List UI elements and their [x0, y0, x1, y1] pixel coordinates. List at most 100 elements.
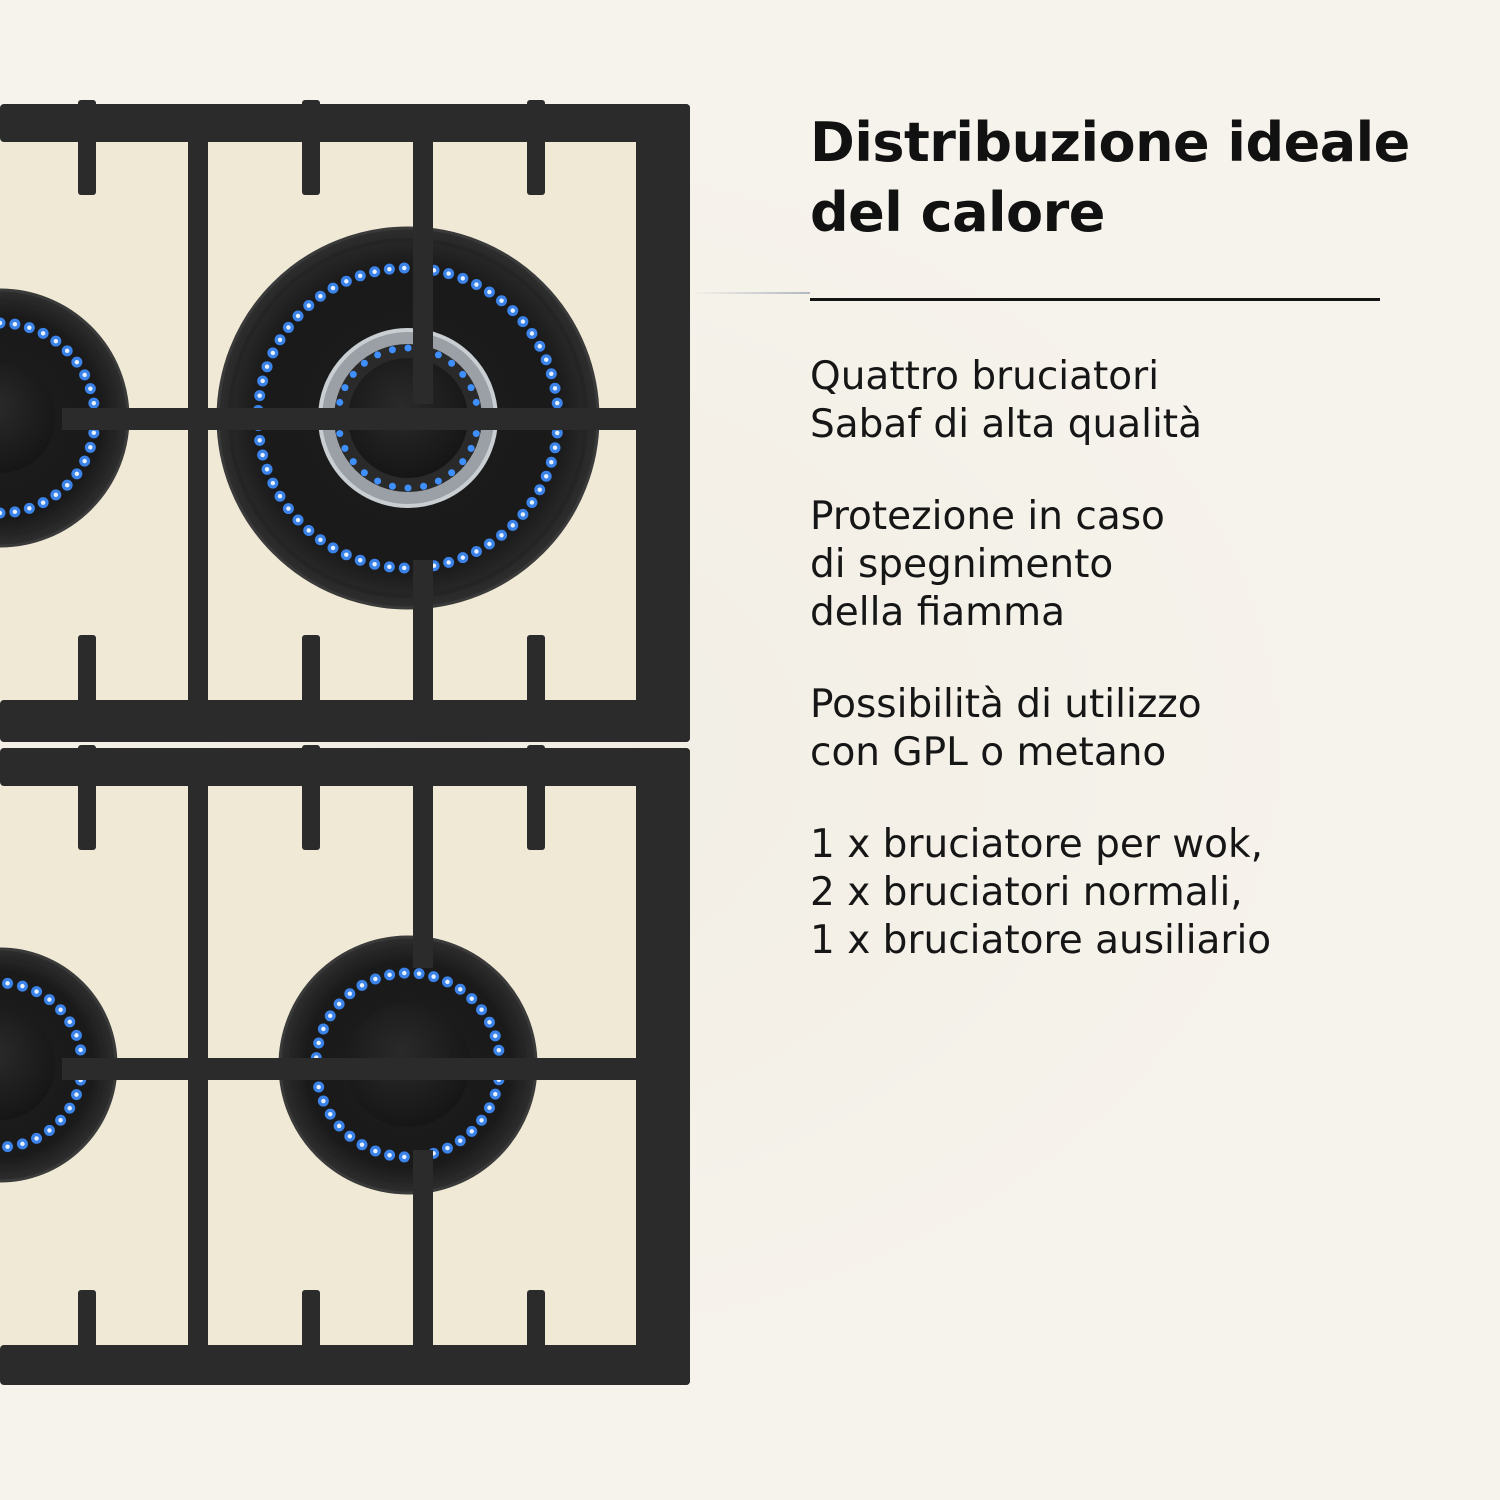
flame-icon: [448, 359, 456, 367]
flame-core: [549, 460, 554, 465]
feature-line: 1 x bruciatore per wok,: [810, 822, 1264, 867]
headline: Distribuzione ideale del calore: [810, 108, 1450, 248]
flame-core: [373, 1148, 378, 1154]
feature-line: 1 x bruciatore ausiliario: [810, 918, 1272, 963]
flame-core: [479, 1118, 484, 1123]
flame-core: [460, 555, 466, 560]
flame-core: [67, 1019, 72, 1025]
cooktop-illustration: [0, 100, 690, 1385]
flame-core: [40, 500, 46, 505]
flame-core: [318, 537, 323, 542]
flame-core: [316, 1040, 321, 1046]
flame-core: [27, 506, 32, 511]
flame-core: [555, 400, 560, 406]
flame-core: [12, 321, 18, 327]
flame-core: [555, 430, 560, 436]
flame-core: [264, 467, 270, 472]
flame-core: [520, 319, 526, 324]
flame-core: [372, 269, 377, 274]
flame-core: [460, 276, 466, 281]
flame-icon: [434, 477, 442, 485]
flame-core: [74, 1033, 79, 1038]
flame-core: [445, 979, 450, 985]
flame-icon: [360, 469, 368, 477]
flame-core: [47, 1128, 52, 1133]
flame-core: [496, 1048, 502, 1053]
flame-core: [0, 320, 3, 326]
grate-arm: [413, 560, 433, 740]
flame-icon: [374, 477, 382, 485]
headline-line-2: del calore: [810, 181, 1105, 244]
burner-cap: [0, 363, 55, 473]
flame-core: [78, 1047, 83, 1053]
flame-core: [12, 509, 18, 515]
flame-icon: [467, 444, 475, 452]
flame-core: [474, 282, 479, 287]
flame-icon: [404, 344, 412, 352]
flame-core: [328, 1013, 333, 1019]
flame-core: [330, 545, 336, 551]
flame-core: [321, 1026, 326, 1032]
flame-core: [493, 1091, 498, 1097]
flame-icon: [0, 507, 6, 519]
flame-icon: [459, 458, 467, 466]
flame-core: [295, 313, 301, 319]
flame-core: [387, 1152, 392, 1158]
feature-line: Possibilità di utilizzo: [810, 682, 1202, 727]
flame-core: [479, 1007, 484, 1012]
feature-line: Quattro bruciatori: [810, 354, 1160, 399]
flame-icon: [341, 384, 349, 392]
flame-core: [402, 970, 407, 976]
flame-core: [264, 364, 270, 369]
flame-core: [336, 1123, 342, 1129]
flame-core: [402, 265, 407, 271]
flame-core: [53, 492, 59, 498]
flame-core: [295, 517, 301, 523]
flame-core: [20, 1141, 25, 1147]
flame-icon: [388, 482, 396, 490]
flame-core: [431, 974, 436, 979]
flame-core: [347, 1134, 353, 1139]
flame-core: [88, 386, 93, 391]
flame-core: [34, 989, 39, 994]
flame-core: [0, 510, 3, 516]
flame-core: [387, 972, 392, 978]
flame-core: [328, 1111, 333, 1117]
feature-flame-protection: Protezione in caso di spegnimento della …: [810, 493, 1450, 637]
flame-core: [257, 393, 262, 398]
flame-core: [306, 528, 311, 533]
flame-core: [286, 506, 291, 511]
flame-core: [91, 430, 97, 436]
flame-core: [82, 372, 87, 378]
flame-core: [82, 458, 87, 464]
flame-core: [499, 298, 504, 303]
flame-core: [67, 1105, 72, 1111]
flame-core: [387, 564, 392, 570]
flame-core: [537, 344, 542, 349]
flame-core: [359, 983, 365, 988]
flame-core: [270, 350, 276, 356]
flame-core: [74, 359, 80, 365]
flame-core: [40, 331, 46, 336]
burner-left-bottom: [0, 947, 118, 1183]
flame-core: [270, 480, 276, 486]
flame-core: [58, 1007, 63, 1012]
feature-line: con GPL o metano: [810, 730, 1167, 775]
feature-panel: Distribuzione ideale del calore Quattro …: [690, 108, 1450, 1009]
flame-core: [549, 371, 554, 376]
flame-core: [47, 997, 52, 1002]
flame-core: [53, 338, 59, 344]
flame-core: [493, 1033, 498, 1039]
flame-icon: [459, 370, 467, 378]
flame-core: [91, 400, 97, 406]
flame-core: [321, 1098, 326, 1104]
flame-icon: [349, 370, 357, 378]
flame-core: [373, 976, 378, 982]
flame-core: [277, 494, 283, 499]
feature-burners: Quattro bruciatori Sabaf di alta qualità: [810, 353, 1450, 449]
flame-core: [318, 294, 323, 299]
feature-line: di spegnimento: [810, 542, 1114, 587]
flame-core: [277, 337, 283, 342]
feature-burner-types: 1 x bruciatore per wok, 2 x bruciatori n…: [810, 821, 1450, 965]
flame-icon: [341, 444, 349, 452]
